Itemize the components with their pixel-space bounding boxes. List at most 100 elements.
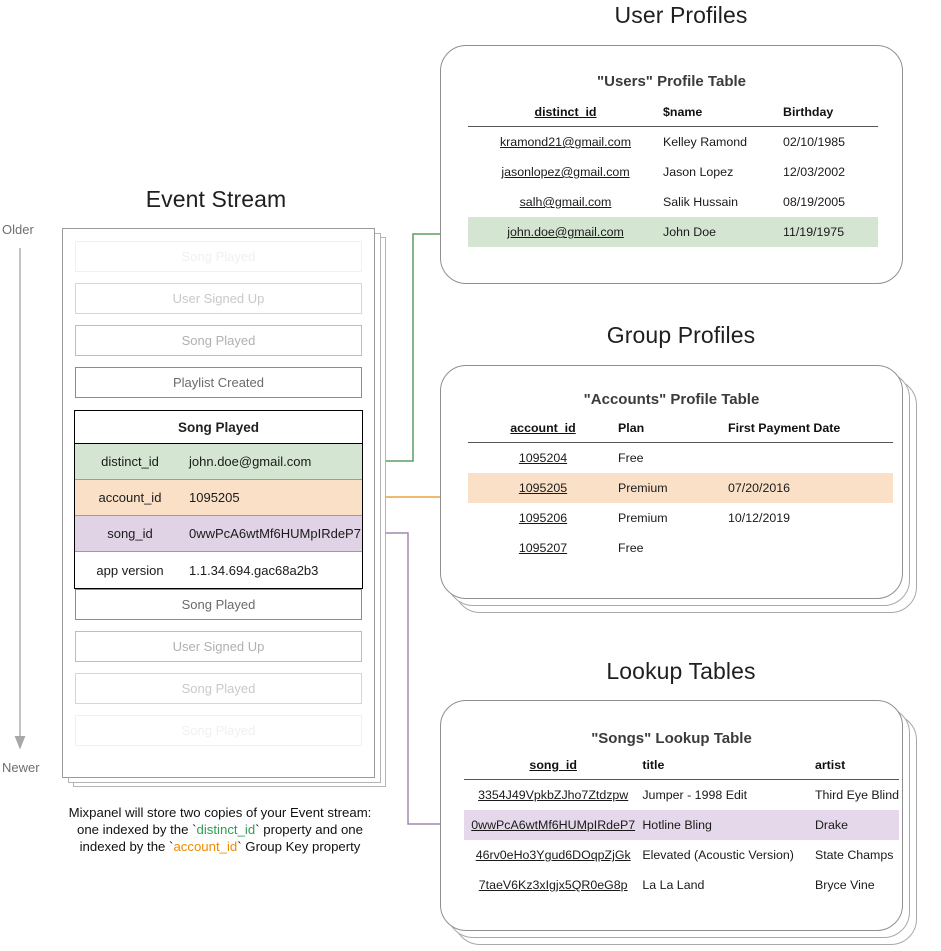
primary-key-value: 46rv0eHo3Ygud6DOqpZjGk bbox=[475, 848, 631, 862]
event-item-below-3[interactable]: Song Played bbox=[75, 715, 362, 746]
table-cell: Jason Lopez bbox=[663, 165, 734, 179]
caption-line-3b: ` Group Key property bbox=[237, 839, 361, 854]
primary-key-value: 7taeV6Kz3xIgjx5QR0eG8p bbox=[478, 878, 628, 892]
table-cell: 11/19/1975 bbox=[783, 217, 878, 247]
event-item-above-3[interactable]: Playlist Created bbox=[75, 367, 362, 398]
event-label: Song Played bbox=[181, 333, 256, 348]
event-property-value: 0wwPcA6wtMf6HUMpIRdeP7 bbox=[189, 526, 361, 541]
event-item-below-0[interactable]: Song Played bbox=[75, 589, 362, 620]
event-property-key: app version bbox=[96, 562, 164, 578]
event-item-below-1[interactable]: User Signed Up bbox=[75, 631, 362, 662]
table-cell: salh@gmail.com bbox=[468, 187, 663, 217]
primary-key-value: 1095204 bbox=[518, 451, 568, 465]
table-cell: 10/12/2019 bbox=[728, 511, 791, 525]
event-item-above-0[interactable]: Song Played bbox=[75, 241, 362, 272]
event-stream-title: Event Stream bbox=[145, 186, 287, 212]
column-header: artist bbox=[814, 758, 846, 772]
timeline-newer-label: Newer bbox=[2, 760, 40, 775]
table-cell: jasonlopez@gmail.com bbox=[468, 157, 663, 187]
table-cell: 3354J49VpkbZJho7Ztdzpw bbox=[464, 780, 642, 811]
column-header: song_id bbox=[464, 758, 642, 780]
event-property-row: distinct_id john.doe@gmail.com bbox=[75, 444, 362, 480]
table-cell bbox=[728, 443, 893, 474]
songs-lookup-table[interactable]: song_id title artist 3354J49VpkbZJho7Ztdzpw… bbox=[464, 758, 899, 900]
primary-key-value: 1095205 bbox=[518, 481, 568, 495]
caption-line-3a: indexed by the ` bbox=[79, 839, 174, 854]
table-row[interactable]: 1095204 Free bbox=[468, 443, 893, 474]
lookup-tables-card-title: "Songs" Lookup Table bbox=[591, 730, 752, 747]
primary-key-value: salh@gmail.com bbox=[519, 195, 612, 209]
event-property-row: song_id 0wwPcA6wtMf6HUMpIRdeP7 bbox=[75, 516, 362, 552]
event-property-key: distinct_id bbox=[101, 454, 159, 469]
column-header: account_id bbox=[468, 421, 618, 443]
caption-token-account-id: account_id bbox=[173, 839, 238, 854]
event-item-above-1[interactable]: User Signed Up bbox=[75, 283, 362, 314]
table-cell: Salik Hussain bbox=[663, 195, 739, 209]
event-item-below-2[interactable]: Song Played bbox=[75, 673, 362, 704]
table-cell: 1095204 bbox=[468, 443, 618, 474]
timeline-older-label: Older bbox=[2, 222, 34, 237]
selected-event-card[interactable]: Song Played distinct_id john.doe@gmail.co… bbox=[74, 410, 363, 589]
table-cell: Free bbox=[618, 451, 644, 465]
primary-key-value: kramond21@gmail.com bbox=[499, 135, 632, 149]
group-profiles-section-title: Group Profiles bbox=[606, 322, 756, 348]
table-row[interactable]: 46rv0eHo3Ygud6DOqpZjGk Elevated (Acoustic… bbox=[464, 840, 899, 870]
column-header: distinct_id bbox=[468, 105, 663, 127]
event-property-value: 1.1.34.694.gac68a2b3 bbox=[189, 562, 319, 578]
selected-event-name: Song Played bbox=[75, 411, 362, 444]
event-label: User Signed Up bbox=[172, 291, 265, 306]
table-cell: Jumper - 1998 Edit bbox=[642, 788, 748, 802]
column-header: First Payment Date bbox=[728, 421, 841, 435]
primary-key-value: 1095206 bbox=[518, 511, 568, 525]
event-property-value: john.doe@gmail.com bbox=[189, 454, 312, 469]
table-cell: kramond21@gmail.com bbox=[468, 127, 663, 158]
primary-key-value: 1095207 bbox=[518, 541, 568, 555]
user-profiles-section-title: User Profiles bbox=[614, 2, 748, 28]
table-cell: 12/03/2002 bbox=[783, 165, 846, 179]
table-cell: 1095206 bbox=[468, 503, 618, 533]
caption-token-distinct-id: distinct_id bbox=[196, 822, 256, 837]
lookup-tables-card: "Songs" Lookup Table song_id title artist 3… bbox=[440, 700, 930, 948]
column-header: title bbox=[642, 758, 665, 772]
table-cell: Kelley Ramond bbox=[663, 135, 748, 149]
table-cell: Third Eye Blind bbox=[814, 788, 899, 802]
table-cell: 46rv0eHo3Ygud6DOqpZjGk bbox=[464, 840, 642, 870]
event-property-key: account_id bbox=[98, 490, 162, 505]
event-label: User Signed Up bbox=[172, 639, 265, 654]
table-cell: 7taeV6Kz3xIgjx5QR0eG8p bbox=[464, 870, 642, 900]
event-label: Song Played bbox=[181, 681, 256, 696]
event-property-row: app version 1.1.34.694.gac68a2b3 bbox=[75, 552, 362, 588]
table-cell: 07/20/2016 bbox=[728, 473, 893, 503]
column-header-label: account_id bbox=[510, 421, 576, 435]
table-cell: Elevated (Acoustic Version) bbox=[642, 848, 794, 862]
column-header-label: song_id bbox=[529, 758, 577, 772]
table-cell: 1095207 bbox=[468, 533, 618, 563]
event-property-key: song_id bbox=[107, 526, 153, 541]
event-item-above-2[interactable]: Song Played bbox=[75, 325, 362, 356]
table-cell: La La Land bbox=[642, 878, 705, 892]
table-cell: Drake bbox=[814, 810, 899, 840]
table-cell: 0wwPcA6wtMf6HUMpIRdeP7 bbox=[464, 810, 643, 840]
event-label: Song Played bbox=[181, 597, 256, 612]
column-header: $name bbox=[663, 105, 703, 119]
table-cell: Hotline Bling bbox=[642, 810, 815, 840]
